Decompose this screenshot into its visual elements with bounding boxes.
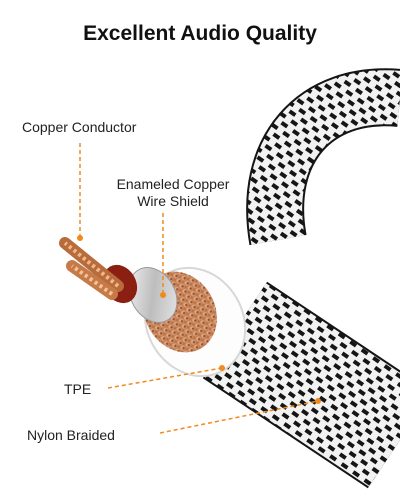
cable-main-body <box>202 281 400 489</box>
copper-conductor-label: Copper Conductor <box>22 119 137 135</box>
enameled-shield-layer <box>128 267 178 323</box>
enameled-shield-label-line1: Enameled Copper <box>116 176 230 192</box>
enameled-shield-label: Enameled Copper Wire Shield <box>98 176 248 210</box>
page-title: Excellent Audio Quality <box>83 22 317 45</box>
callout-leaders <box>77 143 321 434</box>
nylon-braided-label: Nylon Braided <box>27 427 115 443</box>
cable-arc <box>246 68 400 246</box>
copper-conductor-strands <box>59 237 124 300</box>
enameled-shield-label-line2: Wire Shield <box>137 193 209 209</box>
tpe-label: TPE <box>64 381 92 397</box>
